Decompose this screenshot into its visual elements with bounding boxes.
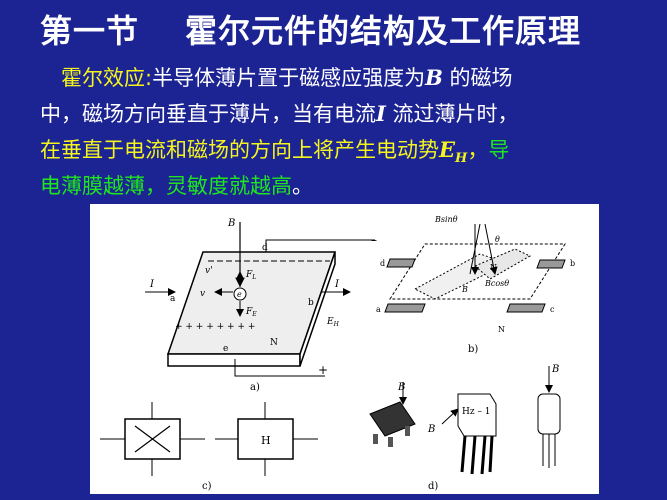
label-EH: EH (326, 317, 340, 328)
label-B1: B (397, 382, 405, 393)
lead-e (234, 359, 325, 377)
label-c: c (550, 305, 555, 314)
bcos-arrow (484, 223, 498, 275)
label-v-prime: v' (205, 266, 213, 276)
label-d: d (380, 259, 385, 268)
label-N-bottom: N (498, 325, 505, 334)
plate-front (167, 353, 301, 367)
text-segment: 中，磁场方向垂直于薄片，当有电流 (40, 102, 376, 126)
label-B3: B (551, 364, 559, 375)
hz1-lead-3 (480, 435, 487, 475)
hz1-lead-2 (470, 435, 477, 475)
label-N: N (270, 338, 278, 348)
text-segment: ， (467, 138, 489, 162)
hz1-package (457, 393, 497, 437)
label-d: d (262, 243, 268, 253)
figure-svg: + + + + + + + + B d – + e I a I b e v v'… (100, 215, 575, 492)
label-bsin: Bsinθ (434, 215, 458, 224)
text-segment: 流过薄片时， (385, 102, 519, 126)
label-FE: FE (245, 307, 257, 318)
term-hall-effect: 霍尔效应 (61, 66, 145, 90)
label-H: H (261, 434, 271, 447)
terminal-minus: – (371, 233, 377, 247)
caption-a: a) (250, 382, 260, 393)
cross-right (474, 248, 532, 280)
terminal-plus: + (318, 363, 328, 377)
label-I-right: I (334, 279, 340, 290)
text-segment: 。 (292, 174, 313, 198)
label-e: e (237, 290, 242, 299)
base-outline (389, 243, 566, 300)
label-FL: FL (245, 270, 256, 281)
label-B: B (461, 285, 468, 294)
green-text: 电薄膜越薄，灵敏度就越高 (40, 174, 292, 198)
hz1-lead-1 (460, 435, 467, 473)
cylinder-package (537, 393, 561, 435)
section-number: 第一节 (40, 12, 140, 50)
b-arrow-2 (441, 408, 459, 425)
label-e-bottom: e (223, 344, 228, 354)
highlight-text: 在垂直于电流和磁场的方向上将产生电动势 (40, 138, 439, 162)
electrode-d (386, 258, 416, 268)
label-a: a (376, 305, 381, 314)
text-segment: 的磁场 (442, 66, 513, 90)
lead-d (265, 239, 375, 252)
label-B2: B (427, 424, 435, 435)
caption-c: c) (202, 481, 212, 492)
caption-d: d) (428, 481, 438, 492)
hz1-lead-4 (488, 435, 494, 473)
symbol-EH: E (439, 137, 456, 162)
plus-row: + + + + + + + + (175, 322, 255, 332)
smd-package (369, 401, 416, 437)
label-bcos: Bcosθ (484, 279, 509, 288)
electrode-c (506, 303, 546, 313)
green-text: 导 (488, 138, 510, 162)
hall-element-figure: + + + + + + + + B d – + e I a I b e v v'… (90, 204, 599, 494)
diagram-c: H c) (100, 402, 318, 492)
electrode-b (536, 259, 566, 269)
diagram-b: d b a c Bsinθ θ Bcosθ B N N b) (376, 215, 575, 355)
paragraph-line-2: 中，磁场方向垂直于薄片，当有电流I 流过薄片时， (40, 96, 630, 132)
electron (233, 287, 247, 301)
label-b: b (308, 298, 314, 308)
b-vector-line (469, 223, 481, 275)
electrode-a (384, 303, 426, 313)
label-a: a (170, 294, 176, 304)
paragraph-line-4: 电薄膜越薄，灵敏度就越高。 (40, 168, 630, 204)
paragraph-line-3: 在垂直于电流和磁场的方向上将产生电动势EH，导 (40, 132, 630, 168)
label-b: b (570, 259, 575, 268)
smd-pin-1 (373, 434, 378, 444)
symbol-cross-line-2 (134, 425, 171, 453)
paragraph-line-1: 霍尔效应:半导体薄片置于磁感应强度为B 的磁场 (40, 60, 630, 96)
smd-pin-2 (388, 437, 393, 447)
label-v: v (200, 289, 205, 299)
text-segment: 半导体薄片置于磁感应强度为 (152, 66, 426, 90)
symbol-I: I (376, 101, 386, 126)
page-title: 第一节 霍尔元件的结构及工作原理 (40, 6, 581, 52)
symbol-B: B (425, 65, 443, 90)
label-Hz: Hz – 1 (462, 407, 491, 417)
label-theta: θ (495, 235, 500, 244)
caption-b: b) (468, 344, 478, 355)
diagram-a: + + + + + + + + B d – + e I a I b e v v'… (145, 218, 377, 393)
symbol-EH-subscript: H (455, 151, 468, 167)
cross-left (413, 253, 496, 300)
section-title: 霍尔元件的结构及工作原理 (185, 12, 582, 50)
definition-paragraph: 霍尔效应:半导体薄片置于磁感应强度为B 的磁场 中，磁场方向垂直于薄片，当有电流… (40, 60, 630, 204)
label-B: B (227, 218, 235, 229)
diagram-d: B Hz – 1 B B d) (369, 364, 561, 492)
term-colon: : (145, 66, 153, 90)
plate-side (299, 251, 336, 367)
smd-pin-3 (405, 426, 410, 436)
label-I-left: I (149, 279, 155, 290)
label-N-plus: N (490, 263, 497, 272)
